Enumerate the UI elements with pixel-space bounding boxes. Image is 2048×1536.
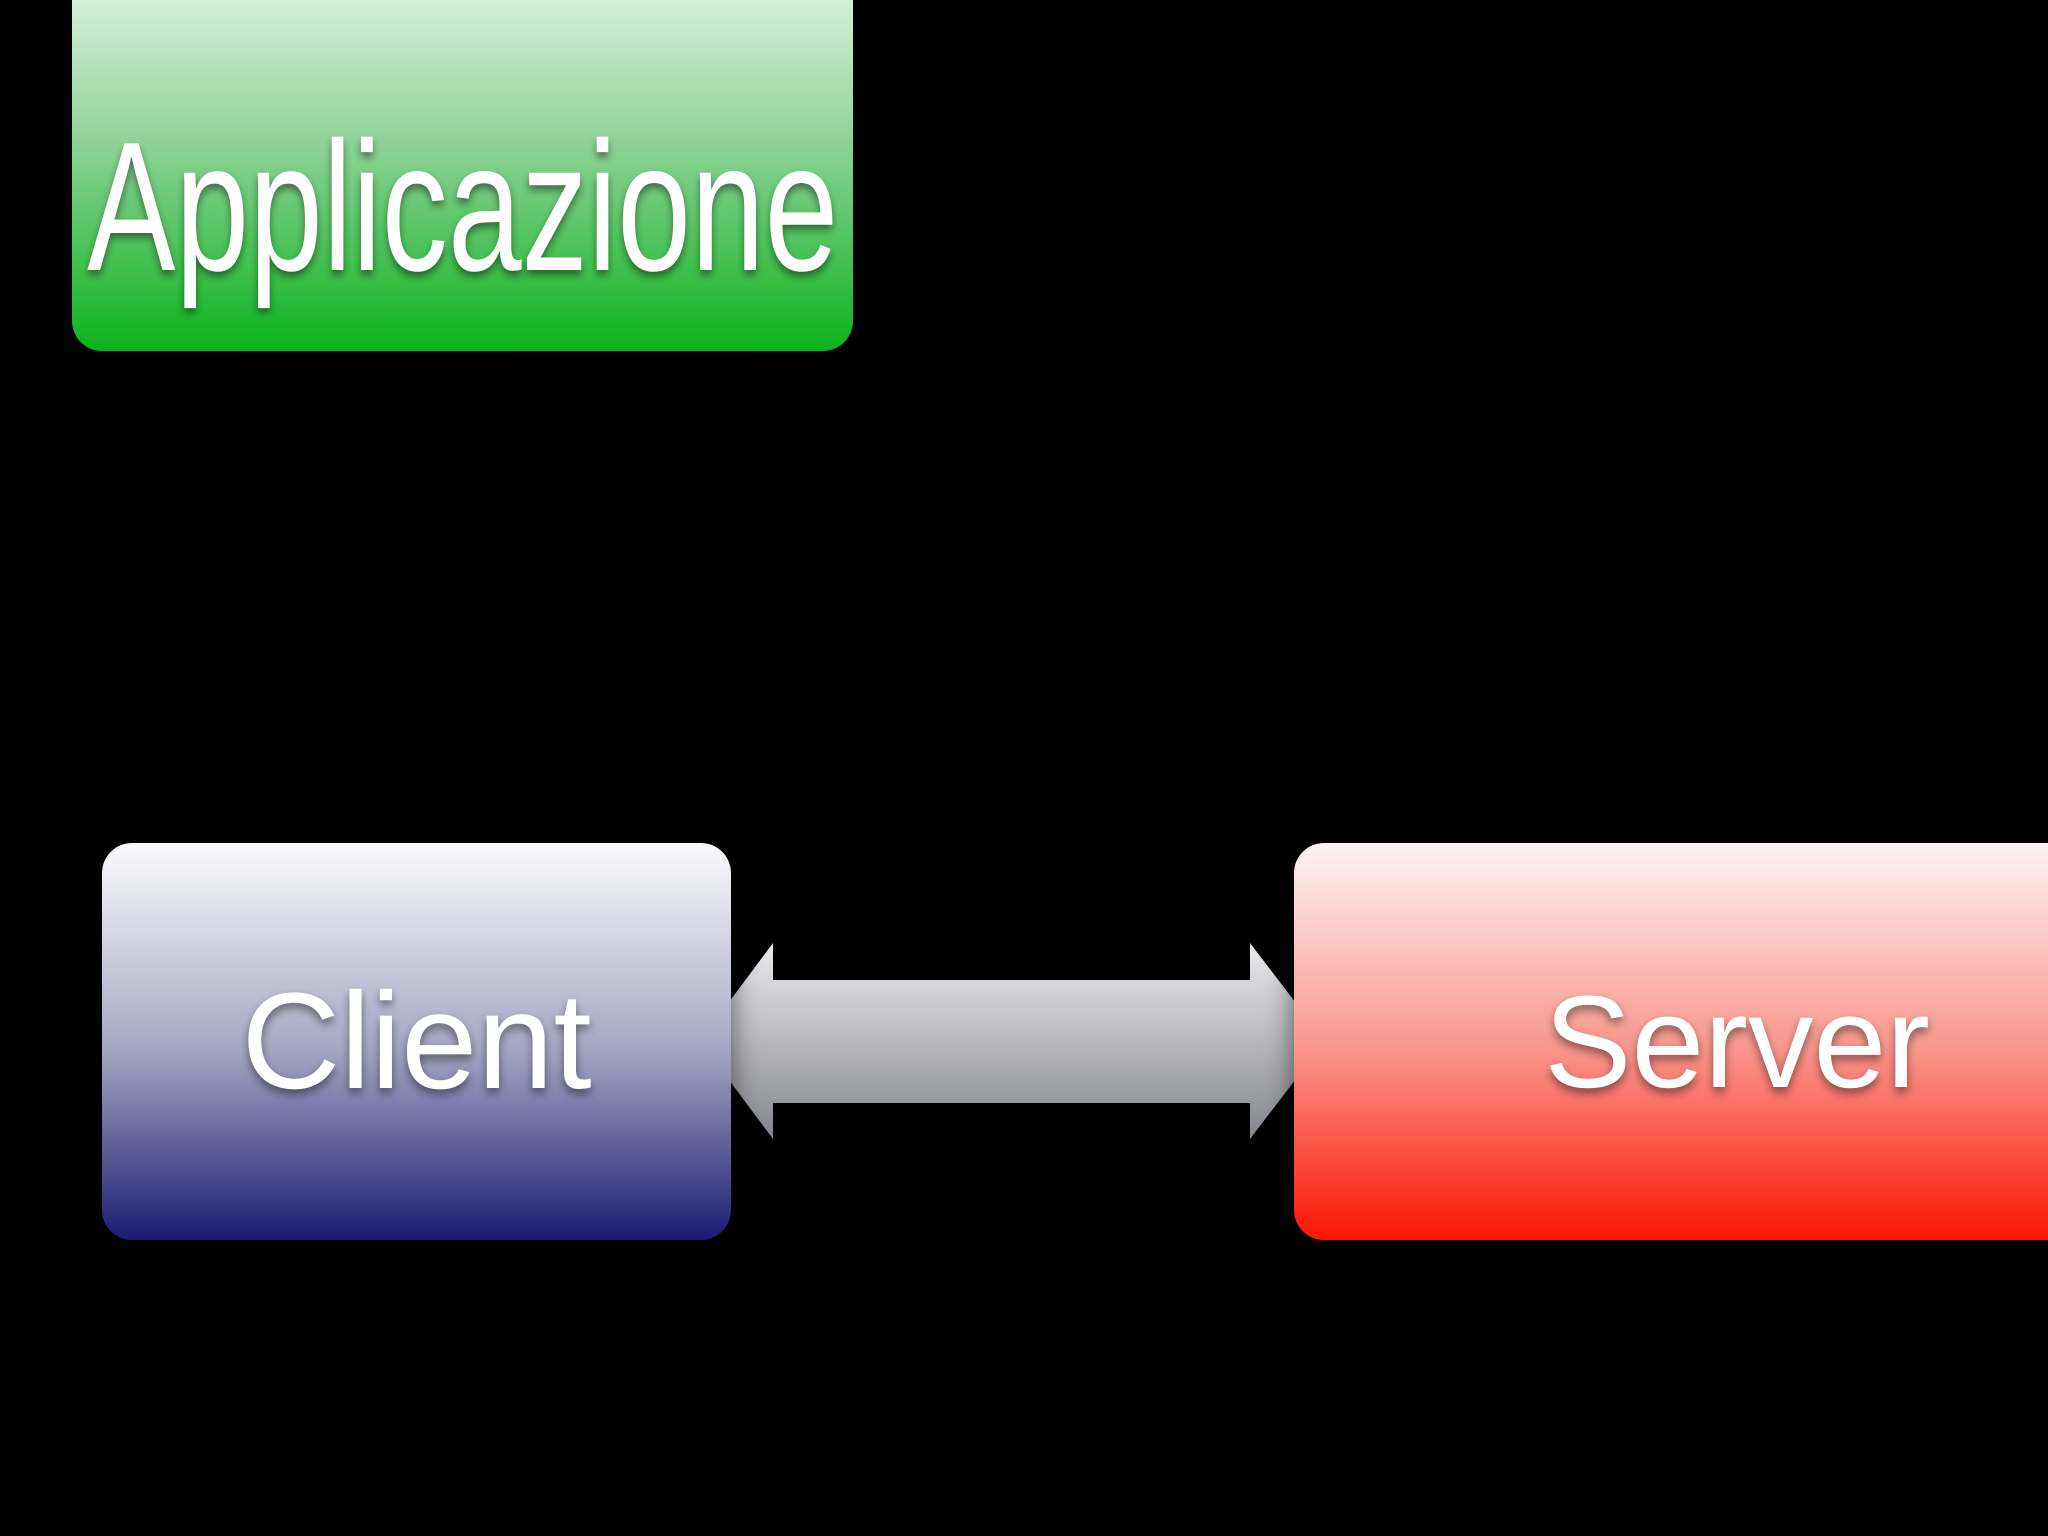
node-server-label: Server [1544,968,1930,1115]
node-applicazione: Applicazione [72,0,853,351]
node-server: Server [1294,843,2048,1240]
client-server-double-arrow-icon [700,943,1325,1139]
node-client: Client [102,843,731,1240]
double-arrow-shape [700,943,1325,1139]
node-client-label: Client [241,965,592,1118]
node-applicazione-label: Applicazione [86,103,839,309]
